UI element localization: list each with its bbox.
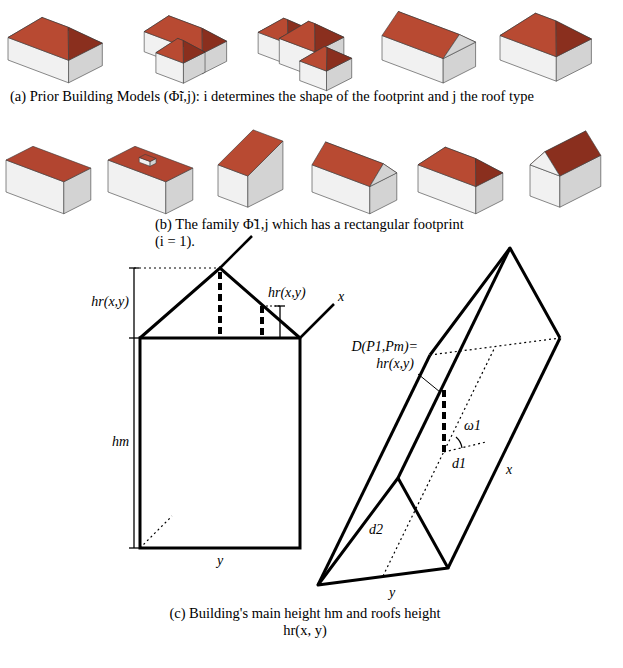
building-renders — [6, 11, 601, 213]
building-face — [500, 13, 556, 57]
prism-front — [318, 478, 448, 585]
building-face — [418, 147, 476, 186]
building-face — [300, 47, 327, 72]
dimension-tick — [275, 305, 285, 306]
line-drawing — [129, 236, 560, 585]
angle-label: ω1 — [464, 418, 481, 434]
dimension-tick — [275, 337, 285, 338]
distance-label: d2 — [369, 522, 383, 538]
dimension-label: hr(x,y) — [91, 294, 129, 310]
dimension-label: hm — [112, 434, 129, 450]
prism-ridge — [398, 248, 510, 478]
building-face — [556, 21, 591, 57]
building-face — [108, 146, 193, 181]
building-face — [476, 159, 503, 187]
building-face — [68, 27, 102, 60]
axis-label: x — [338, 289, 344, 305]
dimension-line — [279, 306, 280, 338]
building-face — [8, 17, 69, 60]
building-face — [202, 28, 227, 53]
leader-line — [418, 374, 440, 392]
hidden-edge — [140, 516, 172, 548]
building-face — [218, 130, 283, 176]
building-face — [279, 21, 315, 52]
wall-outline — [140, 338, 300, 548]
building-face — [327, 48, 352, 72]
dimension-label: hr(x,y) — [376, 356, 414, 372]
prism-edge — [448, 338, 560, 568]
hidden-edge — [430, 338, 560, 355]
building-face — [370, 164, 397, 187]
building-face — [183, 41, 205, 64]
dimension-line — [133, 268, 134, 548]
axis-label: y — [389, 585, 395, 601]
building-face — [139, 154, 156, 161]
axis-label: x — [506, 462, 512, 478]
roof-outline — [140, 268, 300, 338]
building-face — [6, 146, 91, 181]
dimension-tick — [129, 337, 139, 338]
height-segment — [442, 390, 446, 452]
building-face — [156, 38, 184, 63]
dimension-tick — [129, 547, 139, 548]
figure-caption: (b) The family Φ̃1,j which has a rectang… — [155, 216, 467, 249]
prism-edge — [318, 355, 430, 585]
dimension-label: hr(x,y) — [268, 285, 306, 301]
figure-caption: (c) Building's main height hm and roofs … — [165, 605, 445, 638]
distance-label: d1 — [452, 456, 466, 472]
prism-back — [430, 248, 560, 355]
building-face — [312, 142, 383, 187]
axis-label: y — [217, 553, 223, 569]
figure-caption: (a) Prior Building Models (Φ̃i,j): i det… — [10, 88, 570, 105]
building-face — [315, 24, 344, 52]
distance-label: D(P1,Pm)= — [351, 339, 418, 355]
leader-line — [134, 268, 220, 269]
angle-arc — [456, 437, 462, 448]
building-face — [530, 152, 560, 176]
depth-edge — [220, 236, 252, 268]
building-face — [443, 35, 475, 59]
height-segment — [260, 306, 264, 338]
depth-edge — [300, 304, 334, 338]
height-segment — [218, 272, 222, 338]
center-line — [383, 347, 495, 576]
distance-line — [444, 442, 486, 452]
